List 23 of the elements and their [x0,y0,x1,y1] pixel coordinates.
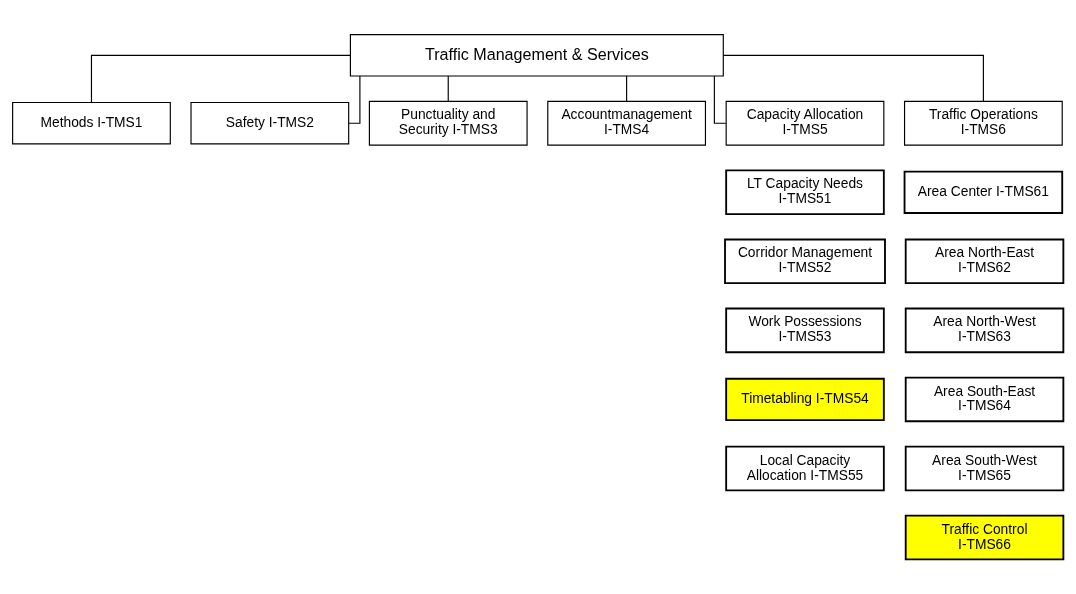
node-box: Methods I-TMS1 [12,101,171,145]
node-box: Traffic Operations I-TMS6 [903,100,1063,146]
connector [90,54,351,104]
node-box: Capacity Allocation I-TMS5 [725,100,885,146]
connector [447,75,449,102]
node-box: LT Capacity Needs I-TMS51 [725,169,885,216]
node-box: Traffic Control I-TMS66 [904,514,1065,561]
node-box: Traffic Management & Services [349,34,724,77]
node-box: Safety I-TMS2 [190,101,350,145]
node-box: Corridor Management I-TMS52 [724,238,886,285]
node-box: Area Center I-TMS61 [903,170,1064,214]
node-box: Area North-East I-TMS62 [904,238,1065,285]
node-box: Accountmanagement I-TMS4 [547,100,707,146]
node-box: Local Capacity Allocation I-TMS55 [725,445,885,492]
connector [348,75,361,124]
node-box: Area North-West I-TMS63 [904,307,1065,354]
node-box: Punctuality and Security I-TMS3 [368,100,528,146]
node-box: Work Possessions I-TMS53 [725,307,885,354]
connector [626,75,628,102]
node-box: Area South-East I-TMS64 [904,376,1065,423]
node-box: Timetabling I-TMS54 [725,377,885,422]
node-box: Area South-West I-TMS65 [904,445,1065,492]
connector [722,54,984,102]
